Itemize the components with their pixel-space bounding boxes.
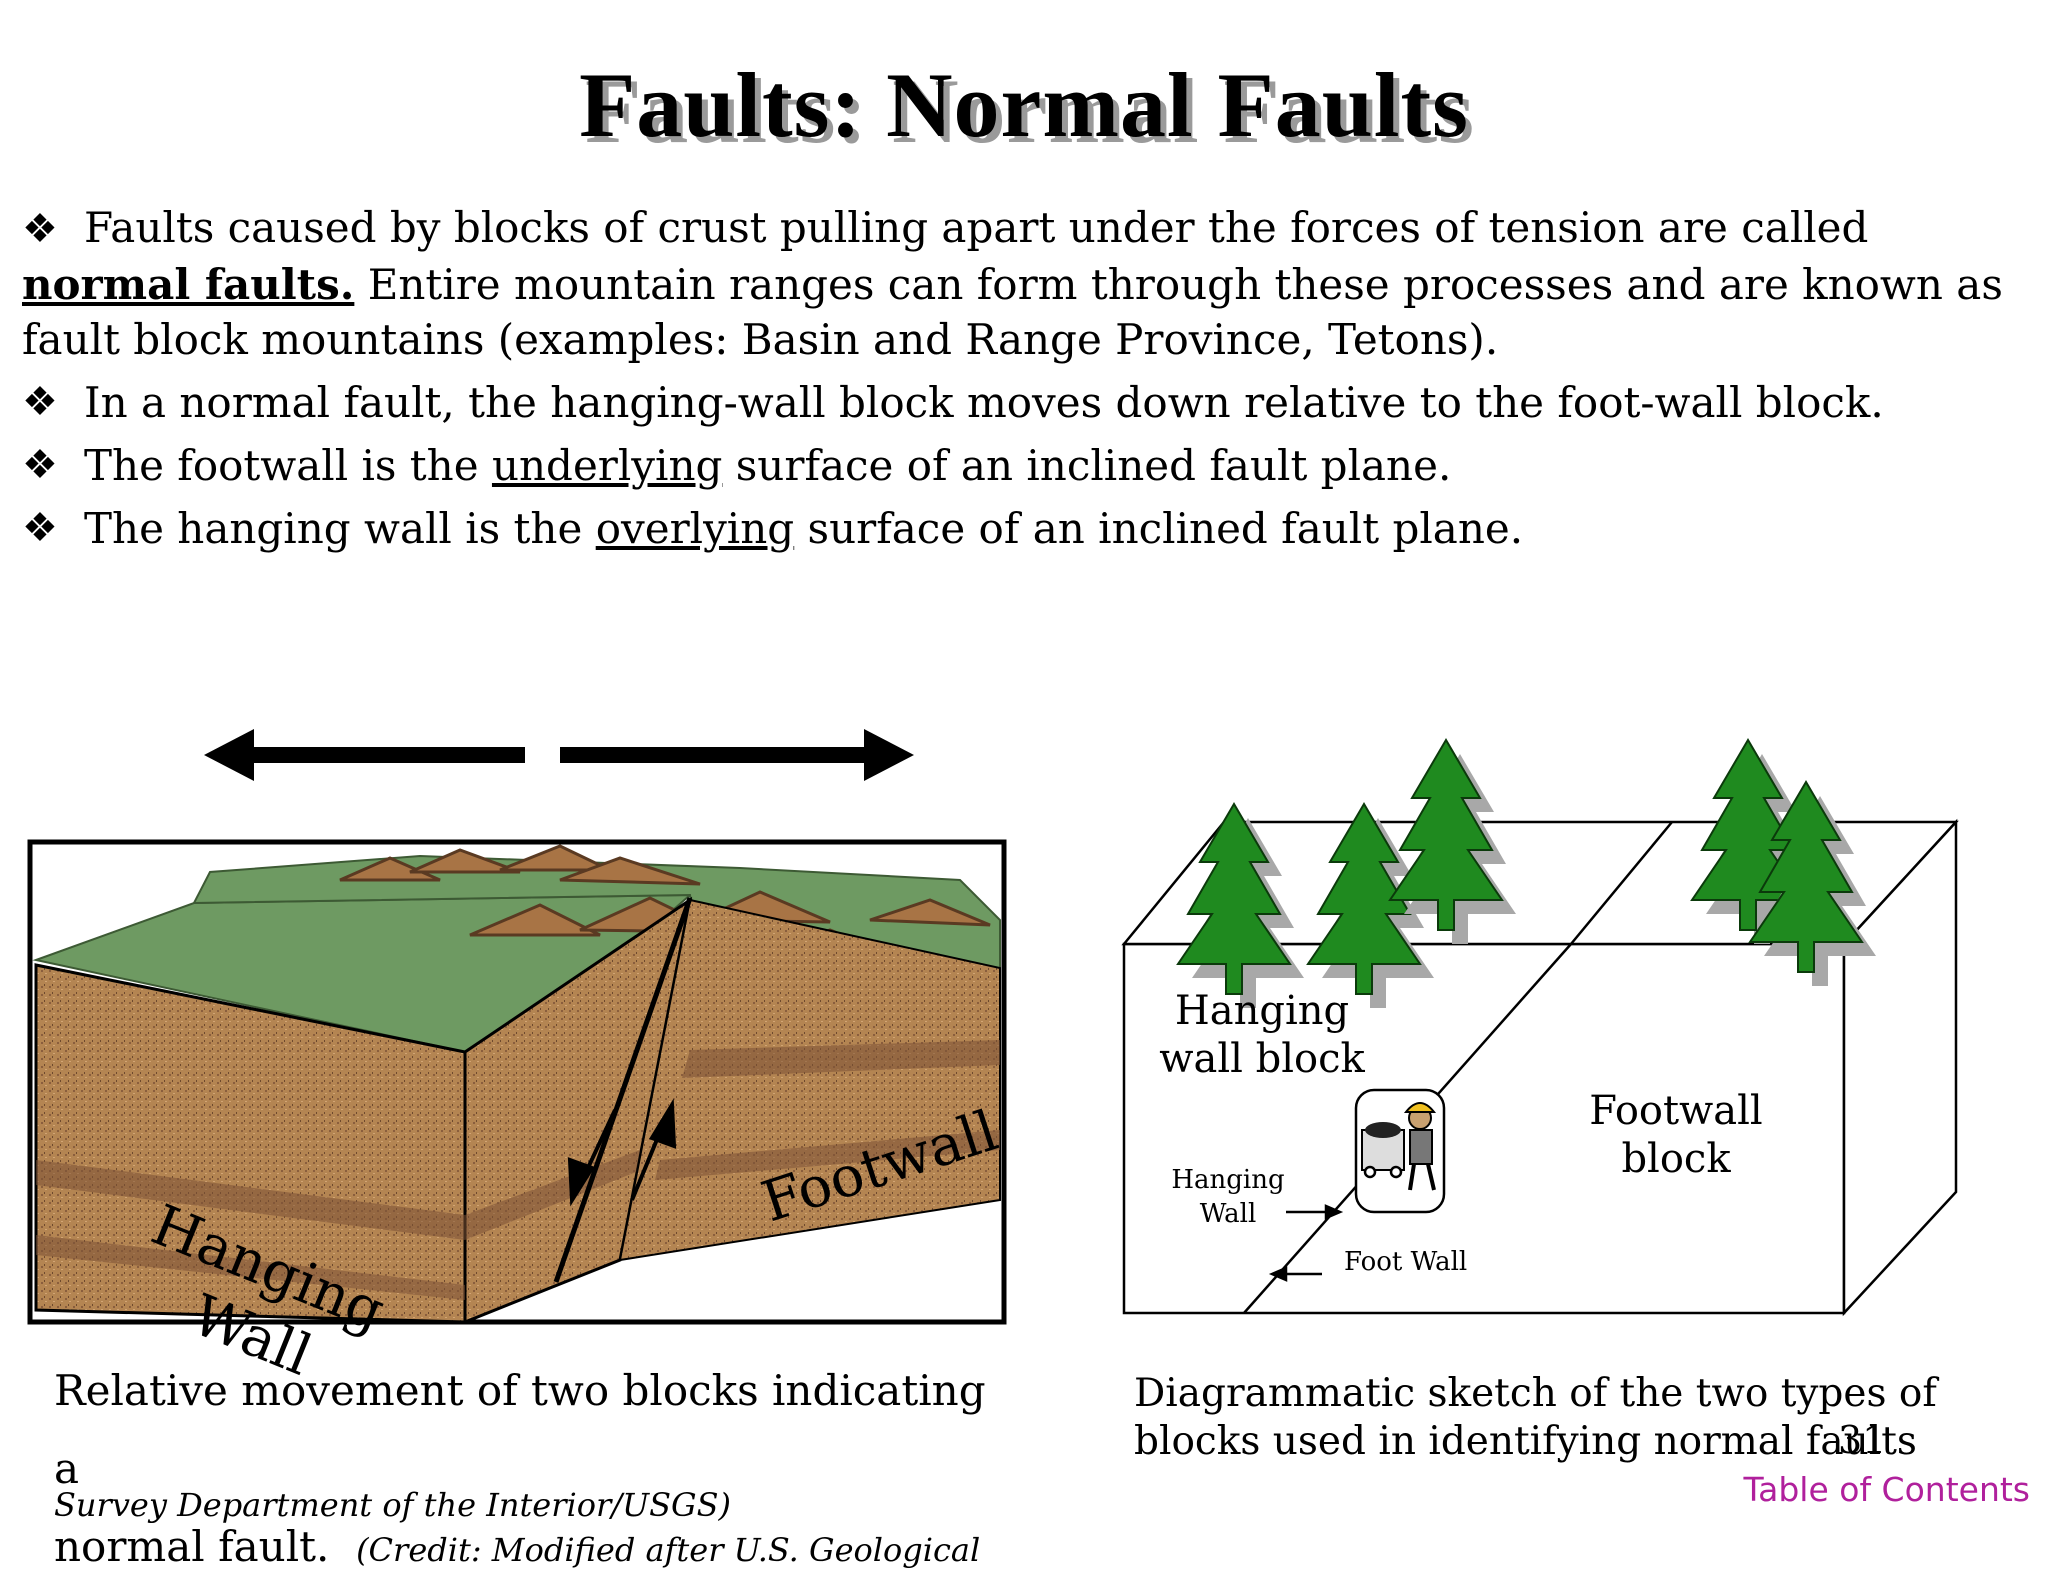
label-footwall-block-2: block — [1621, 1136, 1731, 1182]
tension-arrows — [204, 729, 914, 781]
right-arrow-shaft — [560, 747, 866, 763]
term-underlying: underlying — [491, 441, 723, 490]
block-side-face — [1842, 818, 1958, 1317]
right-caption-line2: blocks used in identifying normal faults — [1134, 1419, 1917, 1464]
label-hanging-block-2: wall block — [1159, 1036, 1365, 1082]
arrow-right-icon — [1324, 1204, 1344, 1220]
diagrams-canvas: Hanging Wall Footwall — [27, 729, 1959, 1389]
table-of-contents-link[interactable]: Table of Contents — [1743, 1470, 2030, 1509]
diamond-bullet-icon: ❖ — [22, 206, 58, 252]
credit-line1: (Credit: Modified after U.S. Geological — [356, 1531, 981, 1569]
right-caption-line1: Diagrammatic sketch of the two types of — [1134, 1371, 1937, 1416]
fault-line-top — [1570, 821, 1673, 945]
diamond-bullet-icon: ❖ — [22, 379, 58, 425]
bullet-text: In a normal fault, the hanging-wall bloc… — [84, 378, 1884, 427]
label-hanging-block-1: Hanging — [1175, 988, 1349, 1034]
arrow-left-icon — [1268, 1266, 1288, 1282]
left-caption: Relative movement of two blocks indicati… — [54, 1352, 1014, 1589]
bullet-text: surface of an inclined fault plane. — [794, 504, 1524, 553]
caption-text: normal fault. — [54, 1522, 330, 1571]
bullet-list: ❖ Faults caused by blocks of crust pullin… — [22, 200, 2012, 556]
miner-icon — [1361, 1102, 1437, 1191]
right-arrow-head-icon — [864, 729, 914, 781]
fault-plane-line — [553, 897, 693, 1283]
left-caption-line1: Relative movement of two blocks indicati… — [54, 1366, 986, 1493]
label-foot-wall-small: Foot Wall — [1344, 1247, 1467, 1277]
bullet-footwall: ❖ The footwall is the underlying surface … — [22, 438, 2012, 493]
term-normal-faults: normal faults. — [22, 260, 355, 309]
up-arrow-icon — [649, 1098, 677, 1149]
right-caption: Diagrammatic sketch of the two types of … — [1134, 1370, 1994, 1466]
page-number: 31 — [1838, 1418, 1887, 1462]
bullet-normal-faults: ❖ Faults caused by blocks of crust pullin… — [22, 200, 2012, 367]
label-footwall-block-1: Footwall — [1589, 1088, 1762, 1134]
diamond-bullet-icon: ❖ — [22, 442, 58, 488]
left-arrow-head-icon — [204, 729, 254, 781]
bullet-text: Faults caused by blocks of crust pulling… — [84, 203, 1869, 252]
label-hanging-wall-small-2: Wall — [1200, 1199, 1257, 1229]
strata-bands — [36, 1040, 1000, 1300]
bullet-text: The footwall is the — [84, 441, 492, 490]
slide-title: Faults: Normal Faults — [579, 54, 1469, 156]
bullet-text: Entire mountain ranges can form through … — [22, 260, 2003, 364]
credit-line2: Survey Department of the Interior/USGS) — [54, 1486, 731, 1524]
right-diagram-labels: Hanging wall block Footwall block Hangin… — [1159, 988, 1763, 1277]
bullet-hanging-moves-down: ❖ In a normal fault, the hanging-wall blo… — [22, 375, 2012, 430]
bullet-text: The hanging wall is the — [84, 504, 596, 553]
term-overlying: overlying — [595, 504, 795, 553]
block-diagram-left: Hanging Wall Footwall — [27, 839, 1007, 1389]
bullet-text: surface of an inclined fault plane. — [722, 441, 1452, 490]
left-arrow-shaft — [250, 747, 525, 763]
down-arrow-icon — [567, 1157, 596, 1207]
fault-movement-arrows — [567, 1098, 677, 1207]
diamond-bullet-icon: ❖ — [22, 505, 58, 551]
bullet-hanging-wall: ❖ The hanging wall is the overlying surfa… — [22, 501, 2012, 556]
label-hanging-wall-small-1: Hanging — [1171, 1165, 1284, 1195]
